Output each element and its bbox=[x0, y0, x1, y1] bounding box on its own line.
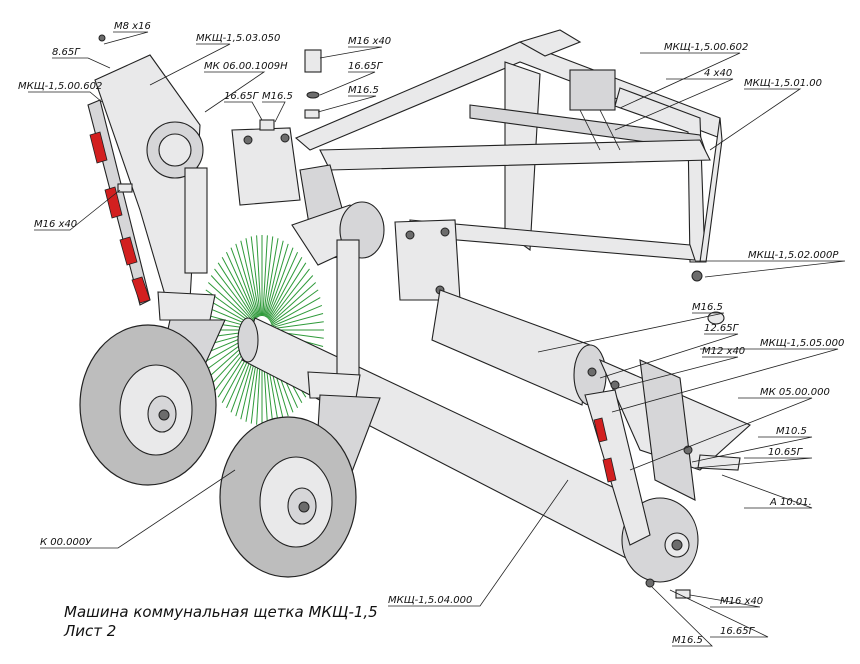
callout-m16-5-mid: M16.5 bbox=[262, 91, 293, 102]
brush-bristle bbox=[269, 275, 314, 323]
callout-8-65g: 8.65Г bbox=[52, 47, 81, 58]
right-housing bbox=[584, 358, 752, 546]
callout-mksh-15-05-000: МКЩ-1,5.05.000 bbox=[760, 338, 844, 349]
brush-bristle bbox=[267, 256, 303, 320]
callout-m16x40-top: M16 x40 bbox=[348, 36, 391, 47]
callout-12-65g: 12.65Г bbox=[704, 323, 740, 334]
callout-16-65g-bottom: 16.65Г bbox=[720, 626, 756, 637]
callout-16-65g-mid: 16.65Г bbox=[224, 91, 260, 102]
callout-a10-01: А 10.01. bbox=[769, 497, 812, 508]
brush-bristle bbox=[240, 240, 260, 317]
callout-mksh-15-00-602-right: МКЩ-1,5.00.602 bbox=[664, 42, 748, 53]
brush-bristle bbox=[225, 251, 257, 319]
brush-bristle bbox=[256, 235, 262, 317]
callout-m16-5-right: M16.5 bbox=[692, 302, 723, 313]
left-side-panel bbox=[87, 54, 204, 306]
callout-10-65g: 10.65Г bbox=[768, 447, 804, 458]
brush-bristle bbox=[210, 275, 255, 323]
callout-16-65g-top: 16.65Г bbox=[348, 61, 384, 72]
callout-m10-5: M10.5 bbox=[776, 426, 807, 437]
brush-bristle bbox=[262, 235, 268, 317]
callout-mksh-15-00-602-left: МКЩ-1,5.00.602 bbox=[18, 81, 102, 92]
callout-mk-05-00-000: МК 05.00.000 bbox=[760, 387, 830, 398]
brush-bristle bbox=[266, 247, 294, 319]
leader-lines bbox=[28, 31, 846, 647]
brush-bristle bbox=[268, 262, 307, 321]
callout-mksh-15-03-050: МКЩ-1,5.03.050 bbox=[196, 33, 280, 44]
brush-bristle bbox=[271, 313, 324, 329]
callout-m16x40-left: M16 x40 bbox=[34, 219, 77, 230]
callout-m16x40-bottom: M16 x40 bbox=[720, 596, 763, 607]
brush-bristle bbox=[264, 240, 284, 317]
brush-bristle bbox=[264, 238, 279, 317]
brush-bristle bbox=[265, 243, 289, 318]
brush-bristle bbox=[207, 282, 254, 324]
drawing-title: Машина коммунальная щетка МКЩ-1,5 Лист 2 bbox=[63, 603, 378, 640]
callout-4x40: 4 x40 bbox=[704, 68, 732, 79]
upper-tube bbox=[431, 289, 607, 406]
left-wheel bbox=[79, 324, 217, 486]
callout-m16-5-bottom: M16.5 bbox=[672, 635, 703, 646]
callout-m16-5-top: M16.5 bbox=[348, 85, 379, 96]
brush-bristle bbox=[250, 236, 261, 317]
brush-bristle bbox=[269, 268, 310, 322]
brush-bristle bbox=[235, 243, 259, 318]
title-line-1: Машина коммунальная щетка МКЩ-1,5 bbox=[64, 603, 378, 621]
brush-bristle bbox=[271, 297, 321, 326]
brush-bristle bbox=[270, 289, 319, 325]
callout-mksh-15-02-000r: МКЩ-1,5.02.000Р bbox=[748, 250, 839, 261]
brush-bristle bbox=[245, 238, 260, 317]
brush-bristle bbox=[270, 282, 317, 324]
brush-bristle bbox=[221, 256, 257, 320]
callout-mksh-15-04-000: МКЩ-1,5.04.000 bbox=[388, 595, 472, 606]
brush-bristle bbox=[217, 262, 256, 321]
brush-bristle bbox=[230, 247, 258, 319]
brush-bristle bbox=[271, 321, 324, 330]
rear-frame bbox=[294, 29, 723, 282]
loose-fasteners bbox=[98, 34, 725, 599]
callout-m12x40: M12 x40 bbox=[702, 346, 745, 357]
title-line-2: Лист 2 bbox=[63, 622, 116, 640]
callout-mk-06-00-1009n: МК 06.00.1009Н bbox=[204, 61, 288, 72]
callout-labels: M8 x16 8.65Г МКЩ-1,5.00.602 МКЩ-1,5.03.0… bbox=[18, 21, 844, 646]
callout-mksh-15-01-00: МКЩ-1,5.01.00 bbox=[744, 78, 822, 89]
brush-bristle bbox=[263, 236, 274, 317]
brush-bristle bbox=[267, 251, 299, 319]
callout-k-00-000u: К 00.000У bbox=[40, 537, 92, 548]
callout-m8x16: M8 x16 bbox=[114, 21, 151, 32]
brush-bristle bbox=[214, 268, 255, 322]
right-wheel bbox=[219, 416, 357, 578]
brush-bristle bbox=[271, 304, 323, 327]
